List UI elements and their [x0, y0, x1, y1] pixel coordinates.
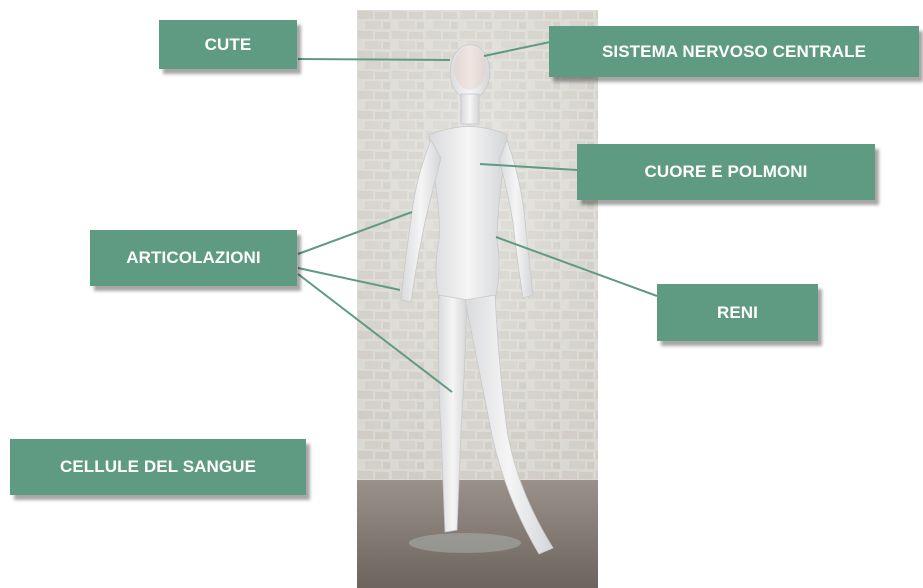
- label-articolazioni: ARTICOLAZIONI: [90, 230, 297, 286]
- label-cellule-del-sangue: CELLULE DEL SANGUE: [10, 439, 306, 495]
- label-sistema-nervoso-centrale-text: SISTEMA NERVOSO CENTRALE: [602, 42, 866, 62]
- label-cuore-e-polmoni: CUORE E POLMONI: [577, 144, 875, 200]
- label-articolazioni-text: ARTICOLAZIONI: [126, 248, 260, 268]
- mannequin-photo: [357, 10, 598, 588]
- mannequin-illustration: [357, 10, 598, 588]
- label-sistema-nervoso-centrale: SISTEMA NERVOSO CENTRALE: [549, 26, 919, 77]
- label-cellule-del-sangue-text: CELLULE DEL SANGUE: [60, 457, 256, 477]
- stand-base: [409, 533, 521, 553]
- label-reni: RENI: [657, 284, 818, 341]
- label-cute: CUTE: [159, 20, 297, 69]
- label-cuore-e-polmoni-text: CUORE E POLMONI: [644, 162, 807, 182]
- label-cute-text: CUTE: [205, 35, 252, 55]
- label-reni-text: RENI: [717, 303, 758, 323]
